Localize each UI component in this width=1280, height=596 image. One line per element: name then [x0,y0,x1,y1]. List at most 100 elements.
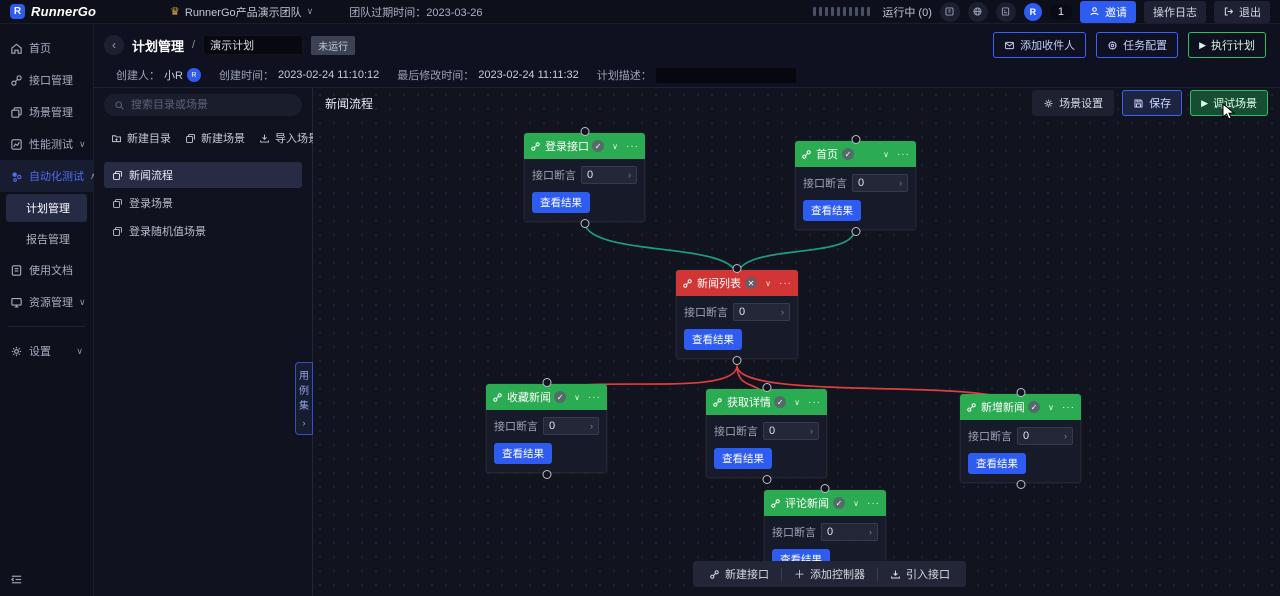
globe-icon[interactable] [967,1,988,22]
app-logo[interactable]: R RunnerGo [10,4,160,19]
sidebar-item-api-management[interactable]: 接口管理 [0,64,93,96]
plan-name-input[interactable] [203,35,304,55]
flow-node[interactable]: 新增新闻 ✓ ∨ ··· 接口断言 0› 查看结果 [960,388,1081,489]
invite-button[interactable]: 邀请 [1080,0,1136,23]
scene-search-input[interactable] [131,99,281,111]
debug-scene-button[interactable]: ▶ 调试场景 [1190,90,1268,116]
more-icon[interactable]: ··· [626,140,639,152]
flow-node[interactable]: 新闻列表 ✕ ∨ ··· 接口断言 0› 查看结果 [676,264,798,365]
view-result-button[interactable]: 查看结果 [532,192,590,213]
assertion-count-box[interactable]: 0› [763,422,819,440]
import-scene-button[interactable]: 导入场景 [252,130,326,146]
task-config-button[interactable]: 任务配置 [1096,32,1179,58]
running-status-label[interactable]: 运行中 (0) [882,6,932,19]
new-folder-button[interactable]: 新建目录 [104,130,178,146]
sidebar-item-automation-test[interactable]: 自动化测试 ∧ [0,160,97,192]
sidebar-item-resource-management[interactable]: 资源管理 ∨ [0,286,93,318]
flow-area[interactable]: 登录接口 ✓ ∨ ··· 接口断言 0› 查看结果 [295,118,1280,596]
node-port[interactable] [580,219,589,228]
chevron-down-icon[interactable]: ∨ [883,149,889,159]
view-result-button[interactable]: 查看结果 [494,443,552,464]
node-port[interactable] [820,484,830,493]
assertion-count-box[interactable]: 0› [733,303,790,321]
chevron-down-icon: ∨ [76,345,83,356]
flow-node[interactable]: 登录接口 ✓ ∨ ··· 接口断言 0› 查看结果 [524,127,645,228]
view-result-button[interactable]: 查看结果 [968,453,1026,474]
view-result-button[interactable]: 查看结果 [803,200,861,221]
view-result-button[interactable]: 查看结果 [714,448,772,469]
layers-icon [11,106,22,118]
assertion-count-box[interactable]: 0› [581,166,637,184]
view-result-button[interactable]: 查看结果 [684,329,742,350]
notification-count-badge[interactable]: 1 [1049,3,1072,20]
case-set-tab[interactable]: 用 例 集 › [295,362,313,435]
chevron-down-icon[interactable]: ∨ [765,278,771,288]
sidebar-item-scene-management[interactable]: 场景管理 [0,96,93,128]
node-port[interactable] [542,378,551,387]
panel-icon[interactable] [939,1,960,22]
chevron-down-icon[interactable]: ∨ [574,392,580,402]
assertion-count-box[interactable]: 0› [852,174,908,192]
more-icon[interactable]: ··· [867,497,880,509]
user-avatar[interactable]: R [1023,2,1042,21]
node-port[interactable] [762,383,771,392]
chevron-right-icon: › [781,307,784,317]
sidebar-item-report-management[interactable]: 报告管理 [26,234,70,246]
more-icon[interactable]: ··· [808,396,821,408]
scene-settings-button[interactable]: 场景设置 [1032,90,1115,116]
api-link-icon [713,397,722,407]
chevron-down-icon[interactable]: ∨ [1048,402,1054,412]
run-plan-button[interactable]: ▶ 执行计划 [1188,32,1266,58]
node-port[interactable] [851,227,860,236]
plan-header: ‹ 计划管理 / 未运行 添加收件人 任务配置 ▶ 执行计 [94,24,1280,88]
sidebar-item-settings[interactable]: 设置 ∨ [0,335,93,367]
save-button[interactable]: 保存 [1122,90,1183,116]
team-selector[interactable]: ♛ RunnerGo产品演示团队 ∨ [170,4,313,20]
back-button[interactable]: ‹ [104,35,124,55]
sidebar-collapse-button[interactable] [10,573,23,586]
more-icon[interactable]: ··· [1062,401,1075,413]
chevron-right-icon: › [899,178,902,188]
flow-canvas[interactable]: 新闻流程 场景设置 保存 ▶ 调试场景 [295,88,1280,596]
node-port[interactable] [732,356,742,365]
new-scene-button[interactable]: 新建场景 [178,130,252,146]
node-port[interactable] [542,470,551,479]
flow-node[interactable]: 获取详情 ✓ ∨ ··· 接口断言 0› 查看结果 [706,383,827,484]
node-port[interactable] [1016,480,1025,489]
flow-node[interactable]: 首页 ✓ ∨ ··· 接口断言 0› 查看结果 [795,135,916,236]
node-port[interactable] [732,264,742,273]
assertion-count-box[interactable]: 0› [543,417,599,435]
scene-search[interactable] [104,94,302,116]
sidebar-item-performance-test[interactable]: 性能测试 ∨ [0,128,93,160]
sidebar-item-plan-management[interactable]: 计划管理 [6,194,87,222]
logout-button[interactable]: 退出 [1214,0,1270,23]
assertion-count-box[interactable]: 0› [821,523,878,541]
chevron-down-icon[interactable]: ∨ [612,141,618,151]
scene-list-item[interactable]: 新闻流程 [104,162,302,188]
document-icon[interactable] [995,1,1016,22]
plan-description-input[interactable] [655,67,796,83]
import-api-button[interactable]: 引入接口 [878,566,962,582]
node-port[interactable] [851,135,860,144]
more-icon[interactable]: ··· [779,277,792,289]
scene-list-item[interactable]: 登录场景 [104,190,302,216]
add-recipient-button[interactable]: 添加收件人 [993,32,1087,58]
flow-node[interactable]: 收藏新闻 ✓ ∨ ··· 接口断言 0› 查看结果 [486,378,607,479]
add-controller-button[interactable]: ＋ 添加控制器 [782,566,877,582]
scene-list-item[interactable]: 登录随机值场景 [104,218,302,244]
chevron-down-icon[interactable]: ∨ [794,397,800,407]
sidebar-item-docs[interactable]: 使用文档 [0,254,93,286]
assertion-count-box[interactable]: 0› [1017,427,1073,445]
more-icon[interactable]: ··· [588,391,601,403]
node-port[interactable] [1016,388,1025,397]
breadcrumb-root[interactable]: 计划管理 [132,38,185,54]
more-icon[interactable]: ··· [897,148,910,160]
node-port[interactable] [762,475,771,484]
save-icon [1134,98,1143,108]
sidebar-item-home[interactable]: 首页 [0,32,93,64]
new-api-button[interactable]: 新建接口 [697,566,781,582]
node-port[interactable] [580,127,589,136]
chevron-down-icon[interactable]: ∨ [853,498,859,508]
plan-status-badge: 未运行 [311,35,356,55]
operation-logs-button[interactable]: 操作日志 [1144,0,1206,23]
